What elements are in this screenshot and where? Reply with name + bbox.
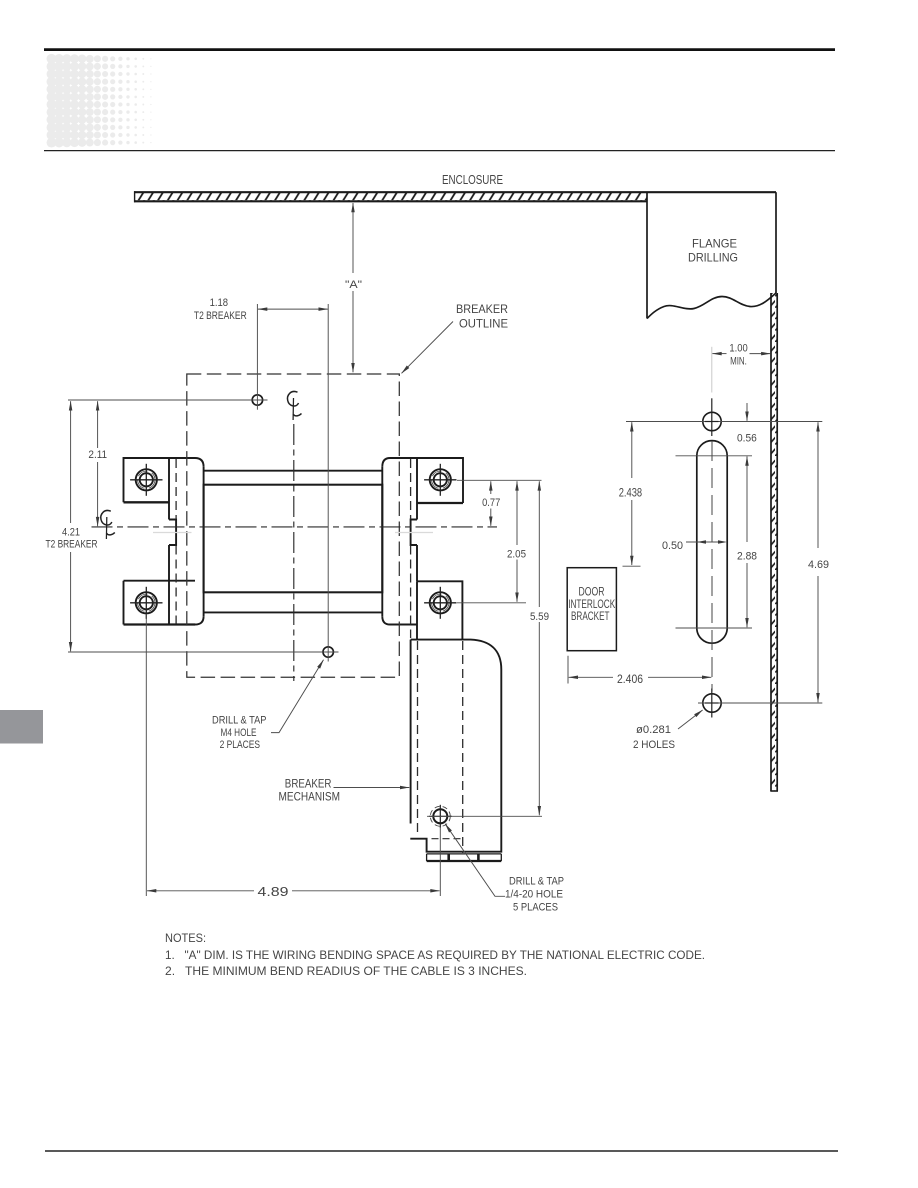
svg-text:T2 BREAKER: T2 BREAKER	[46, 539, 98, 551]
svg-text:1.00: 1.00	[729, 342, 747, 354]
svg-text:MECHANISM: MECHANISM	[279, 790, 341, 804]
svg-text:ø0.281: ø0.281	[636, 724, 671, 736]
svg-text:1.18: 1.18	[210, 297, 229, 309]
svg-text:0.56: 0.56	[737, 432, 757, 444]
svg-text:2. THE MINIMUM BEND READIUS: 2. THE MINIMUM BEND READIUS OF THE CABLE…	[165, 964, 527, 978]
svg-text:NOTES:: NOTES:	[165, 931, 206, 945]
svg-text:0.77: 0.77	[482, 497, 500, 509]
svg-text:DRILL & TAP: DRILL & TAP	[509, 876, 564, 888]
svg-text:4.21: 4.21	[62, 527, 80, 539]
svg-text:2.05: 2.05	[507, 549, 526, 561]
svg-text:5.59: 5.59	[530, 611, 549, 623]
svg-text:5 PLACES: 5 PLACES	[513, 902, 558, 914]
svg-text:T2 BREAKER: T2 BREAKER	[194, 310, 247, 322]
svg-text:BREAKER: BREAKER	[285, 777, 332, 791]
svg-text:2.11: 2.11	[88, 449, 107, 461]
svg-text:4.89: 4.89	[258, 885, 289, 899]
svg-text:1. "A" DIM. IS THE WIRING BE: 1. "A" DIM. IS THE WIRING BENDING SPACE …	[165, 948, 705, 962]
svg-text:BRACKET: BRACKET	[571, 609, 610, 623]
svg-text:INTERLOCK: INTERLOCK	[568, 597, 615, 611]
svg-text:2.438: 2.438	[619, 485, 643, 499]
svg-text:2 PLACES: 2 PLACES	[220, 739, 261, 751]
svg-text:DOOR: DOOR	[579, 585, 605, 599]
svg-text:1/4-20 HOLE: 1/4-20 HOLE	[505, 889, 563, 901]
svg-text:FLANGE: FLANGE	[692, 237, 737, 251]
svg-text:OUTLINE: OUTLINE	[459, 317, 508, 331]
svg-text:"A": "A"	[345, 279, 362, 291]
svg-text:2.88: 2.88	[737, 551, 757, 563]
svg-text:2.406: 2.406	[617, 672, 643, 686]
svg-text:4.69: 4.69	[808, 559, 829, 571]
svg-text:ENCLOSURE: ENCLOSURE	[442, 172, 503, 187]
svg-text:BREAKER: BREAKER	[456, 302, 508, 316]
svg-text:DRILL & TAP: DRILL & TAP	[212, 715, 267, 727]
svg-text:DRILLING: DRILLING	[688, 251, 738, 265]
svg-text:2 HOLES: 2 HOLES	[633, 739, 675, 751]
svg-text:MIN.: MIN.	[730, 355, 747, 367]
svg-text:M4 HOLE: M4 HOLE	[221, 727, 257, 739]
svg-text:0.50: 0.50	[662, 540, 683, 552]
